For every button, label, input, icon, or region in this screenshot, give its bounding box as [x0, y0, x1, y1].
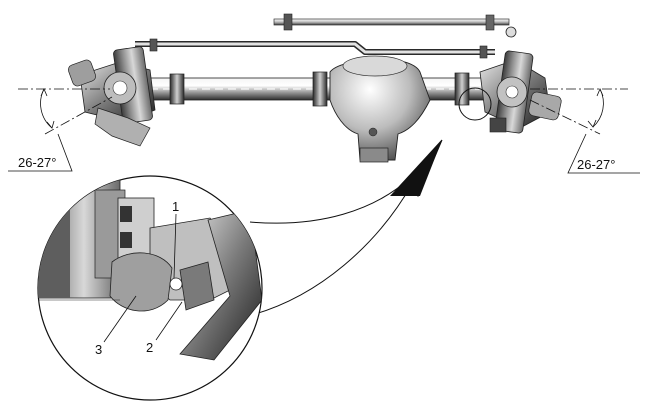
- callout-1-leader: [173, 213, 177, 279]
- left-tube-flange: [169, 73, 185, 105]
- zoom-arrow-head: [390, 140, 442, 196]
- lower-tie-rod: [135, 38, 495, 59]
- left-angle-indicator: 26-27°: [8, 87, 113, 172]
- right-angle-indicator: 26-27°: [529, 87, 640, 174]
- watermark-text: И.Д.Т.Р.: [200, 60, 242, 72]
- right-tube-flange: [454, 72, 470, 106]
- detail-marker-circle: [458, 87, 492, 121]
- differential-housing: [329, 55, 431, 163]
- part-1-bolt: [169, 277, 183, 291]
- axle-tube: [149, 71, 496, 107]
- right-angle-label: 26-27°: [577, 157, 615, 172]
- left-steering-knuckle: [68, 46, 156, 147]
- upper-tie-rod: [273, 13, 517, 38]
- watermark-mark: ©: [252, 57, 257, 64]
- callout-3-label: 3: [95, 342, 102, 357]
- housing-left-flange: [312, 71, 328, 107]
- callout-3-leader: [103, 295, 137, 343]
- right-steering-knuckle: [479, 50, 562, 134]
- magnified-detail-view: 1 2 3: [37, 175, 263, 401]
- part-2-flange: [179, 261, 215, 311]
- zoom-connector: [239, 139, 443, 319]
- callout-2-label: 2: [146, 340, 153, 355]
- left-angle-label: 26-27°: [18, 155, 56, 170]
- callout-1-label: 1: [172, 199, 179, 214]
- part-3-fork: [109, 252, 173, 312]
- callout-2-leader: [155, 301, 183, 341]
